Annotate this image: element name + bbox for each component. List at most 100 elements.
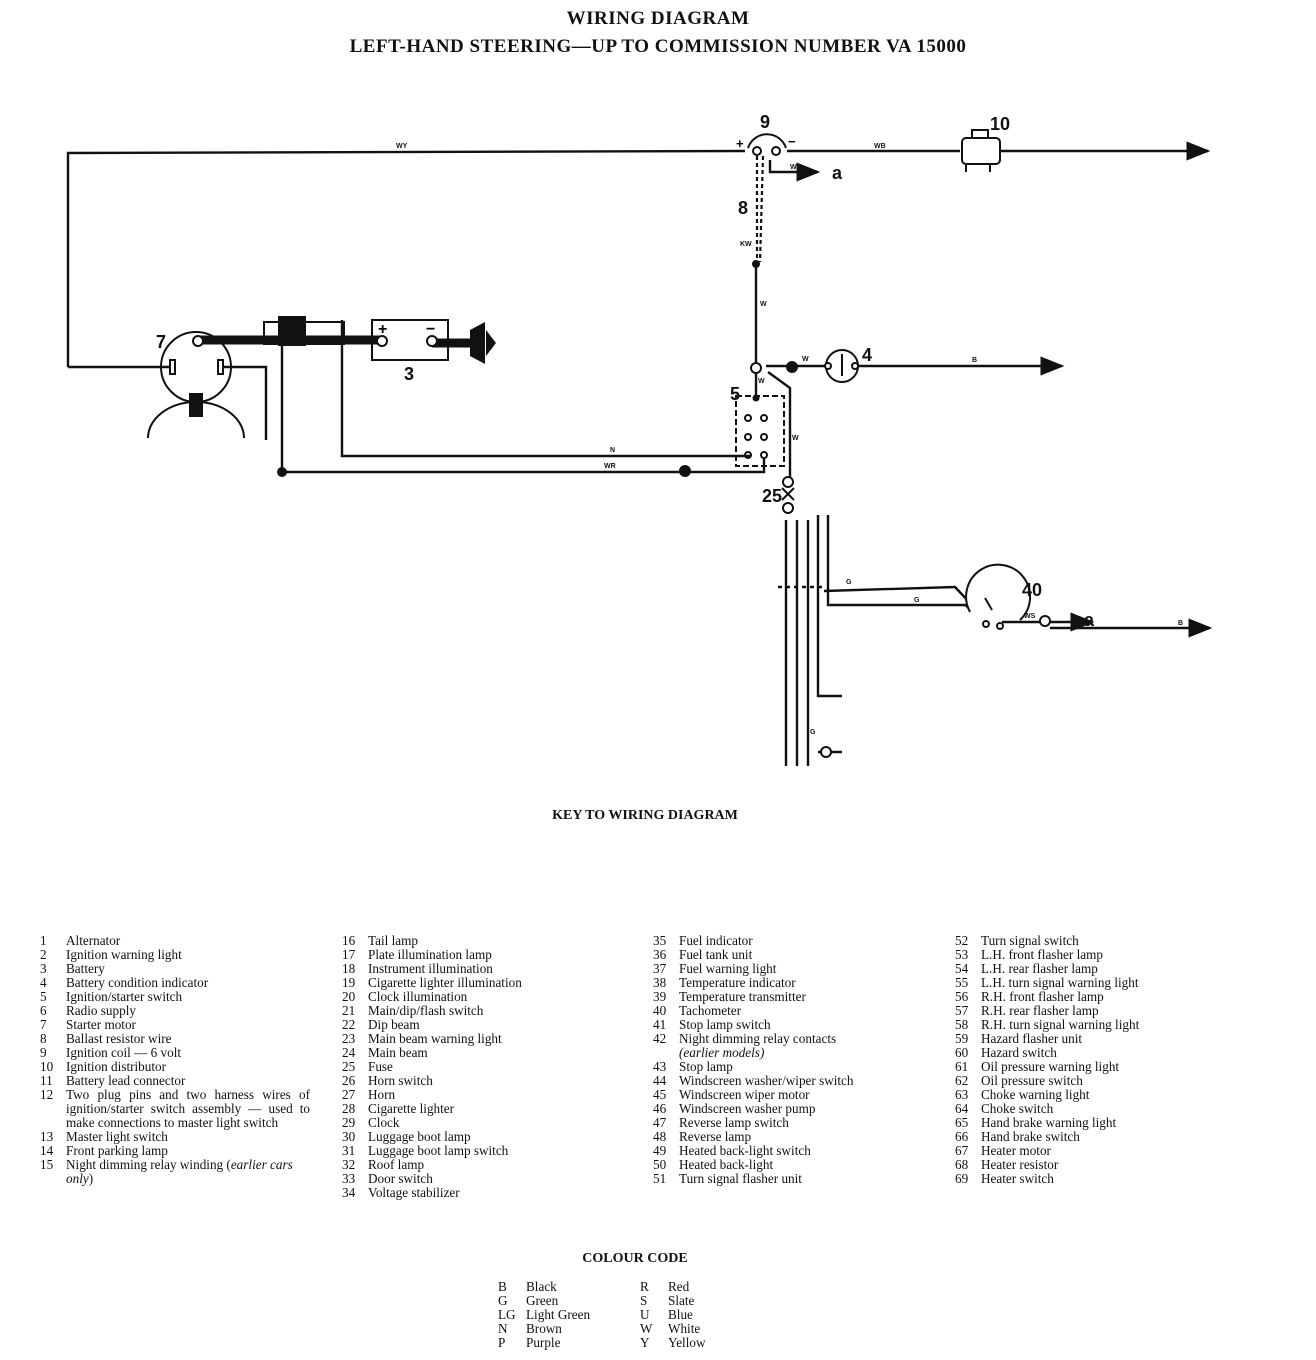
key-item-number: 5 bbox=[40, 989, 47, 1004]
key-item-label: Ignition coil — 6 volt bbox=[66, 1046, 310, 1060]
key-item-number: 22 bbox=[342, 1017, 356, 1032]
key-item-text: Heater motor bbox=[981, 1143, 1051, 1158]
key-item-number: 37 bbox=[653, 961, 667, 976]
label-5: 5 bbox=[730, 384, 740, 404]
colour-code-letter: R bbox=[640, 1279, 649, 1294]
ignition-switch-symbol bbox=[735, 395, 785, 467]
key-item-text: Night dimming relay contacts bbox=[679, 1031, 837, 1046]
key-item-number: 61 bbox=[955, 1059, 969, 1074]
key-item-label: Stop lamp switch bbox=[679, 1018, 913, 1032]
arrow-a-top: a bbox=[832, 163, 843, 183]
colour-code-name: Blue bbox=[668, 1307, 693, 1322]
key-item-label: Fuel warning light bbox=[679, 962, 913, 976]
key-item-text: Hand brake switch bbox=[981, 1129, 1080, 1144]
key-item-text: Battery lead connector bbox=[66, 1073, 186, 1088]
arrow-a-40: a bbox=[1084, 610, 1095, 630]
wire-label-n: N bbox=[610, 447, 615, 454]
key-item: 37 Fuel warning light bbox=[653, 962, 913, 976]
key-item-label: Radio supply bbox=[66, 1004, 310, 1018]
connector-a bbox=[750, 362, 762, 374]
key-item: 22 Dip beam bbox=[342, 1018, 602, 1032]
wire-label-wy: WY bbox=[396, 143, 408, 150]
key-item-label: Heater switch bbox=[981, 1172, 1215, 1186]
key-item-label: Reverse lamp switch bbox=[679, 1116, 913, 1130]
key-item-italic: earlier cars only bbox=[66, 1157, 293, 1186]
key-item-label: Ignition/starter switch bbox=[66, 990, 310, 1004]
key-item-text: Reverse lamp switch bbox=[679, 1115, 789, 1130]
key-item-number: 46 bbox=[653, 1101, 667, 1116]
colour-code-name: Slate bbox=[668, 1293, 695, 1308]
key-item-text: Windscreen wiper motor bbox=[679, 1087, 810, 1102]
connector-b bbox=[786, 361, 798, 373]
key-item-number: 62 bbox=[955, 1073, 969, 1088]
colour-code-letter: B bbox=[498, 1279, 507, 1294]
key-item-label: Door switch bbox=[368, 1172, 602, 1186]
key-item-text: Ignition/starter switch bbox=[66, 989, 183, 1004]
colour-code-letter: S bbox=[640, 1293, 648, 1308]
key-item-label: Master light switch bbox=[66, 1130, 310, 1144]
key-item-label: Temperature transmitter bbox=[679, 990, 913, 1004]
colour-code-letter: W bbox=[640, 1321, 653, 1336]
key-item-text: Oil pressure warning light bbox=[981, 1059, 1120, 1074]
key-item-label: Fuel tank unit bbox=[679, 948, 913, 962]
wire-label-wr: WR bbox=[604, 463, 616, 470]
key-item-label: Alternator bbox=[66, 934, 310, 948]
label-9: 9 bbox=[760, 112, 770, 132]
key-item-text: Hand brake warning light bbox=[981, 1115, 1117, 1130]
key-item-label: Voltage stabilizer bbox=[368, 1186, 602, 1200]
key-item-label: Dip beam bbox=[368, 1018, 602, 1032]
key-item-label: Turn signal switch bbox=[981, 934, 1215, 948]
key-item-label: Heater resistor bbox=[981, 1158, 1215, 1172]
harness-5 bbox=[826, 515, 973, 611]
wire-label-w3: W bbox=[758, 378, 765, 385]
key-item-text: Temperature transmitter bbox=[679, 989, 806, 1004]
key-item-number: 57 bbox=[955, 1003, 969, 1018]
key-item-label: Night dimming relay contacts(earlier mod… bbox=[679, 1032, 913, 1060]
key-item-number: 49 bbox=[653, 1143, 667, 1158]
key-item-label: Cigarette lighter illumination bbox=[368, 976, 602, 990]
key-item-number: 25 bbox=[342, 1059, 356, 1074]
key-item-label: R.H. front flasher lamp bbox=[981, 990, 1215, 1004]
ignition-coil-symbol bbox=[747, 133, 787, 156]
key-item-text: Voltage stabilizer bbox=[368, 1185, 460, 1200]
label-10: 10 bbox=[990, 114, 1010, 134]
key-item-number: 68 bbox=[955, 1157, 969, 1172]
key-item-text: Cigarette lighter bbox=[368, 1101, 455, 1116]
key-item-text: Roof lamp bbox=[368, 1157, 425, 1172]
earth-icon bbox=[470, 322, 496, 364]
junction-wr-mid bbox=[679, 465, 691, 477]
label-8: 8 bbox=[738, 198, 748, 218]
key-item-text: L.H. rear flasher lamp bbox=[981, 961, 1098, 976]
key-item-number: 67 bbox=[955, 1143, 969, 1158]
key-item-text: L.H. turn signal warning light bbox=[981, 975, 1139, 990]
key-item-text: Dip beam bbox=[368, 1017, 420, 1032]
starter-motor-symbol bbox=[147, 331, 245, 439]
